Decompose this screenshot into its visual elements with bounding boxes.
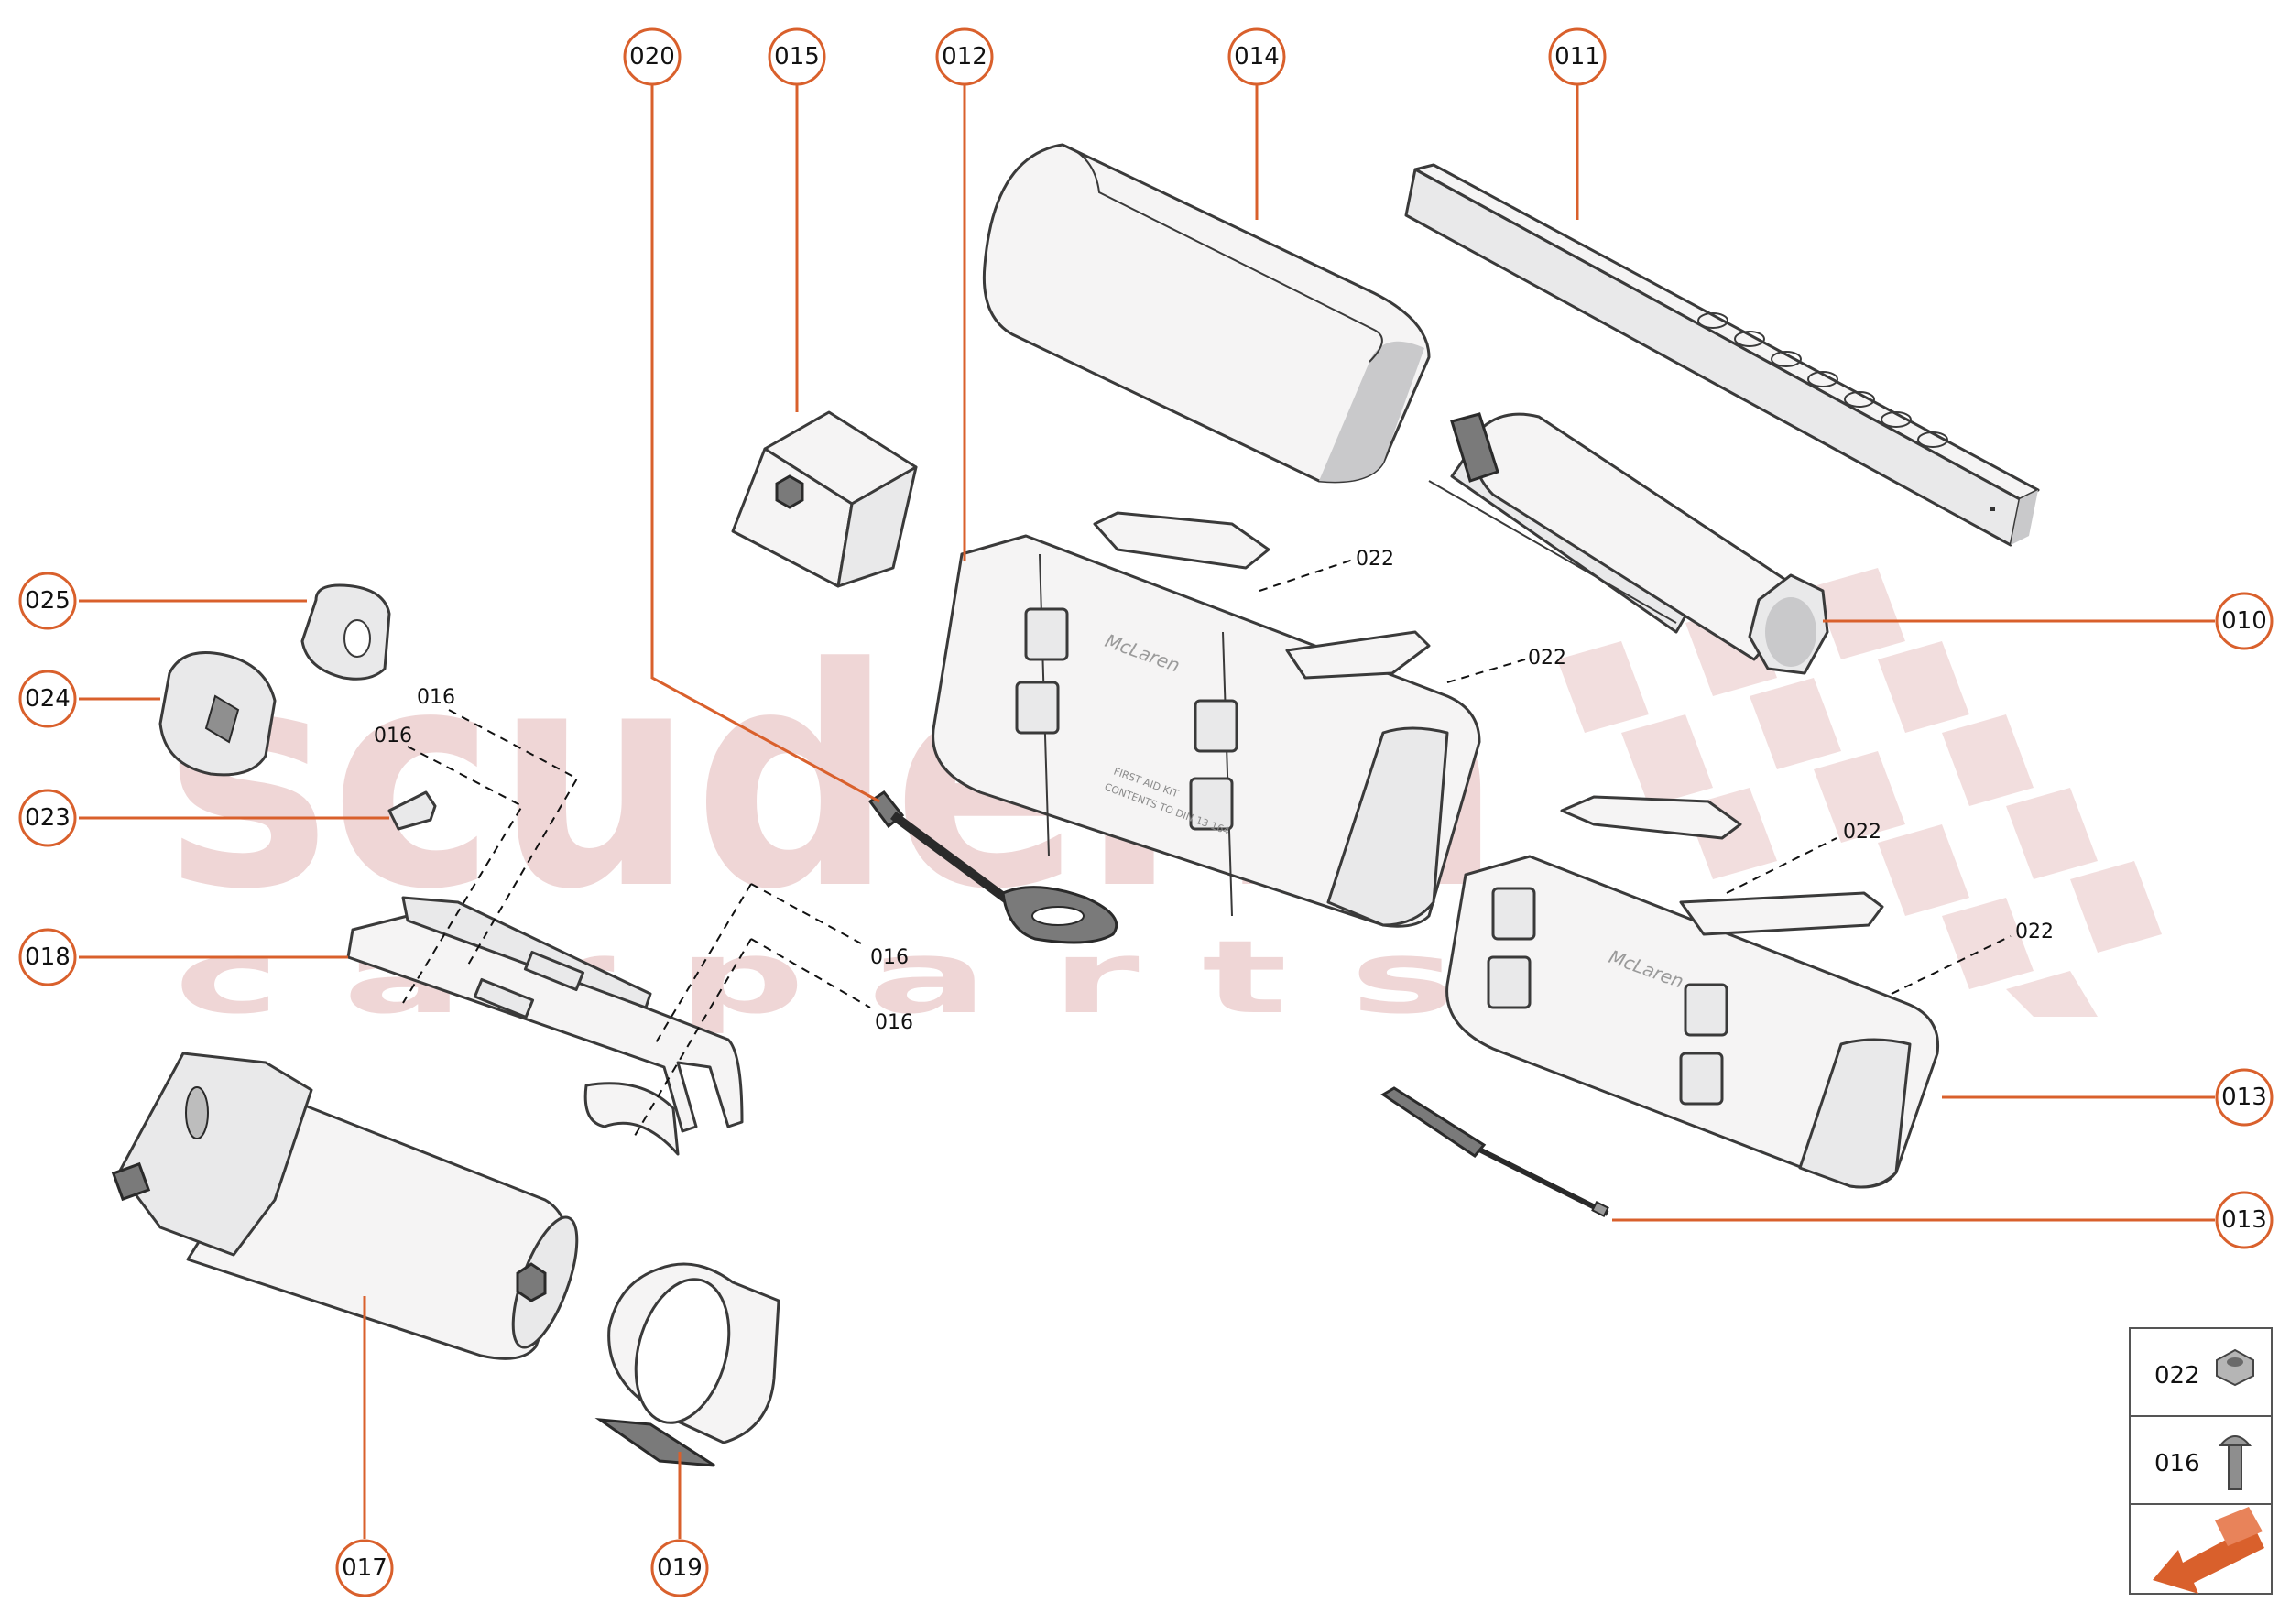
callout-024-label: 024 xyxy=(25,685,71,713)
callout-010[interactable]: 010 xyxy=(2215,592,2274,650)
callout-012[interactable]: 012 xyxy=(935,27,994,86)
callout-013-bar-label: 013 xyxy=(2221,1206,2267,1234)
part-014-hard-case xyxy=(982,143,1431,484)
watermark-checker-flag xyxy=(1557,568,2162,1017)
ref-016-b: 016 xyxy=(374,725,412,747)
part-025-cap xyxy=(300,583,391,681)
callout-023-label: 023 xyxy=(25,804,71,832)
callout-014-label: 014 xyxy=(1234,43,1280,71)
part-012-first-aid-bag: McLaren FIRST AID KIT CONTENTS TO DIN 13… xyxy=(932,511,1481,928)
part-017-fire-extinguisher xyxy=(111,1052,579,1360)
bag-013-buckle-left xyxy=(1487,887,1536,1009)
part-024-adaptor xyxy=(158,651,277,777)
part-015-foam-cube xyxy=(731,410,918,588)
legend-022-label: 022 xyxy=(2154,1362,2200,1390)
ref-016-a: 016 xyxy=(417,686,455,709)
part-010-compressor-cylinder xyxy=(1428,412,1829,675)
callout-018-label: 018 xyxy=(25,943,71,971)
ref-022-a: 022 xyxy=(1356,548,1394,571)
ref-022-b: 022 xyxy=(1528,647,1566,670)
callout-015-label: 015 xyxy=(774,43,820,71)
callout-010-label: 010 xyxy=(2221,607,2267,635)
callout-013-bag[interactable]: 013 xyxy=(2215,1068,2274,1127)
ref-016-d: 016 xyxy=(875,1011,913,1034)
callout-014[interactable]: 014 xyxy=(1227,27,1286,86)
part-023-clip xyxy=(387,790,437,831)
bag-012-buckle-left xyxy=(1015,607,1069,735)
callout-015[interactable]: 015 xyxy=(768,27,826,86)
ref-022-c: 022 xyxy=(1843,821,1881,844)
callout-020[interactable]: 020 xyxy=(623,27,682,86)
bag-012-buckle-right xyxy=(1189,699,1238,831)
callout-025-label: 025 xyxy=(25,587,71,615)
hardware-legend: 022 016 xyxy=(2129,1327,2273,1595)
callout-023[interactable]: 023 xyxy=(18,789,77,847)
callout-025[interactable]: 025 xyxy=(18,572,77,630)
part-011-tyre-gauge-bar xyxy=(1404,163,2040,547)
callout-013-bar[interactable]: 013 xyxy=(2215,1191,2274,1249)
callout-024[interactable]: 024 xyxy=(18,670,77,728)
legend-016-label: 016 xyxy=(2154,1450,2200,1477)
legend-row-016[interactable]: 016 xyxy=(2154,1435,2252,1490)
callout-019-label: 019 xyxy=(657,1554,703,1582)
callout-019[interactable]: 019 xyxy=(650,1539,709,1597)
callout-017-label: 017 xyxy=(342,1554,387,1582)
callout-leaders xyxy=(79,84,2215,1539)
callout-012-label: 012 xyxy=(942,43,987,71)
callout-020-label: 020 xyxy=(629,43,675,71)
orange-arrow-icon[interactable] xyxy=(2153,1507,2264,1594)
button-head-bolt-icon xyxy=(2218,1435,2252,1490)
part-013-tool-bag: McLaren xyxy=(1445,795,1940,1189)
hex-nut-icon xyxy=(2216,1348,2254,1387)
part-013-extension-bar xyxy=(1380,1086,1609,1217)
part-019-retaining-strap xyxy=(594,1262,780,1467)
ref-016-c: 016 xyxy=(870,946,909,969)
callout-017[interactable]: 017 xyxy=(335,1539,394,1597)
callout-018[interactable]: 018 xyxy=(18,928,77,986)
callout-013-bag-label: 013 xyxy=(2221,1084,2267,1111)
callout-011-label: 011 xyxy=(1554,43,1600,71)
part-018-bracket xyxy=(346,896,744,1156)
callout-011[interactable]: 011 xyxy=(1548,27,1607,86)
legend-row-022[interactable]: 022 xyxy=(2154,1348,2254,1390)
ref-022-d: 022 xyxy=(2015,921,2054,943)
bag-013-buckle-right xyxy=(1679,983,1728,1106)
dashed-ref-lines xyxy=(402,558,2012,1141)
